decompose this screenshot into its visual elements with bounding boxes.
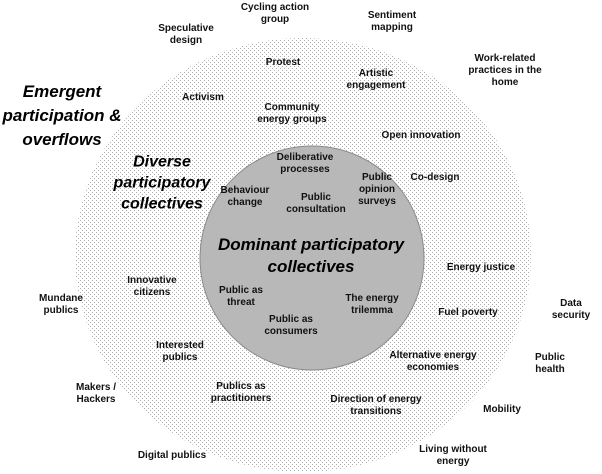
label-alternative-energy-economies: Alternative energy economies	[389, 350, 477, 373]
label-protest: Protest	[265, 57, 301, 68]
label-activism: Activism	[182, 92, 224, 103]
label-direction-of-energy-transitions: Direction of energy transitions	[330, 394, 422, 417]
label-deliberative-processes: Deliberative processes	[276, 152, 334, 175]
label-cycling-action-group: Cycling action group	[240, 2, 310, 25]
label-innovative-citizens: Innovative citizens	[127, 275, 177, 298]
label-publics-as-practitioners: Publics as practitioners	[210, 381, 272, 404]
label-mundane-publics: Mundane publics	[39, 293, 83, 316]
label-fuel-poverty: Fuel poverty	[438, 307, 498, 318]
label-public-health: Public health	[534, 352, 565, 375]
label-public-opinion-surveys: Public opinion surveys	[358, 172, 396, 207]
emergent-participation-title: Emergent participation & overflows	[2, 82, 122, 149]
label-community-energy-groups: Community energy groups	[257, 102, 327, 125]
label-data-security: Data security	[551, 298, 591, 321]
label-public-consultation: Public consultation	[286, 192, 346, 215]
label-public-as-threat: Public as threat	[219, 285, 263, 308]
label-public-as-consumers: Public as consumers	[264, 314, 318, 337]
label-living-without-energy: Living without energy	[419, 444, 487, 467]
label-work-related-practices: Work-related practices in the home	[468, 53, 542, 88]
label-interested-publics: Interested publics	[156, 340, 204, 363]
inner-circle	[199, 145, 425, 371]
label-open-innovation: Open innovation	[381, 130, 461, 141]
label-behaviour-change: Behaviour change	[220, 185, 270, 208]
dominant-collectives-title: Dominant participatory collectives	[217, 235, 405, 276]
label-co-design: Co-design	[410, 172, 460, 183]
label-energy-trilemma: The energy trilemma	[345, 293, 399, 316]
label-mobility: Mobility	[483, 404, 521, 415]
label-digital-publics: Digital publics	[137, 450, 207, 461]
label-artistic-engagement: Artistic engagement	[346, 68, 406, 91]
label-energy-justice: Energy justice	[446, 262, 516, 273]
label-sentiment-mapping: Sentiment mapping	[367, 10, 417, 33]
diverse-collectives-title: Diverse participatory collectives	[113, 153, 211, 213]
label-speculative-design: Speculative design	[158, 23, 214, 46]
label-makers-hackers: Makers / Hackers	[75, 382, 117, 405]
